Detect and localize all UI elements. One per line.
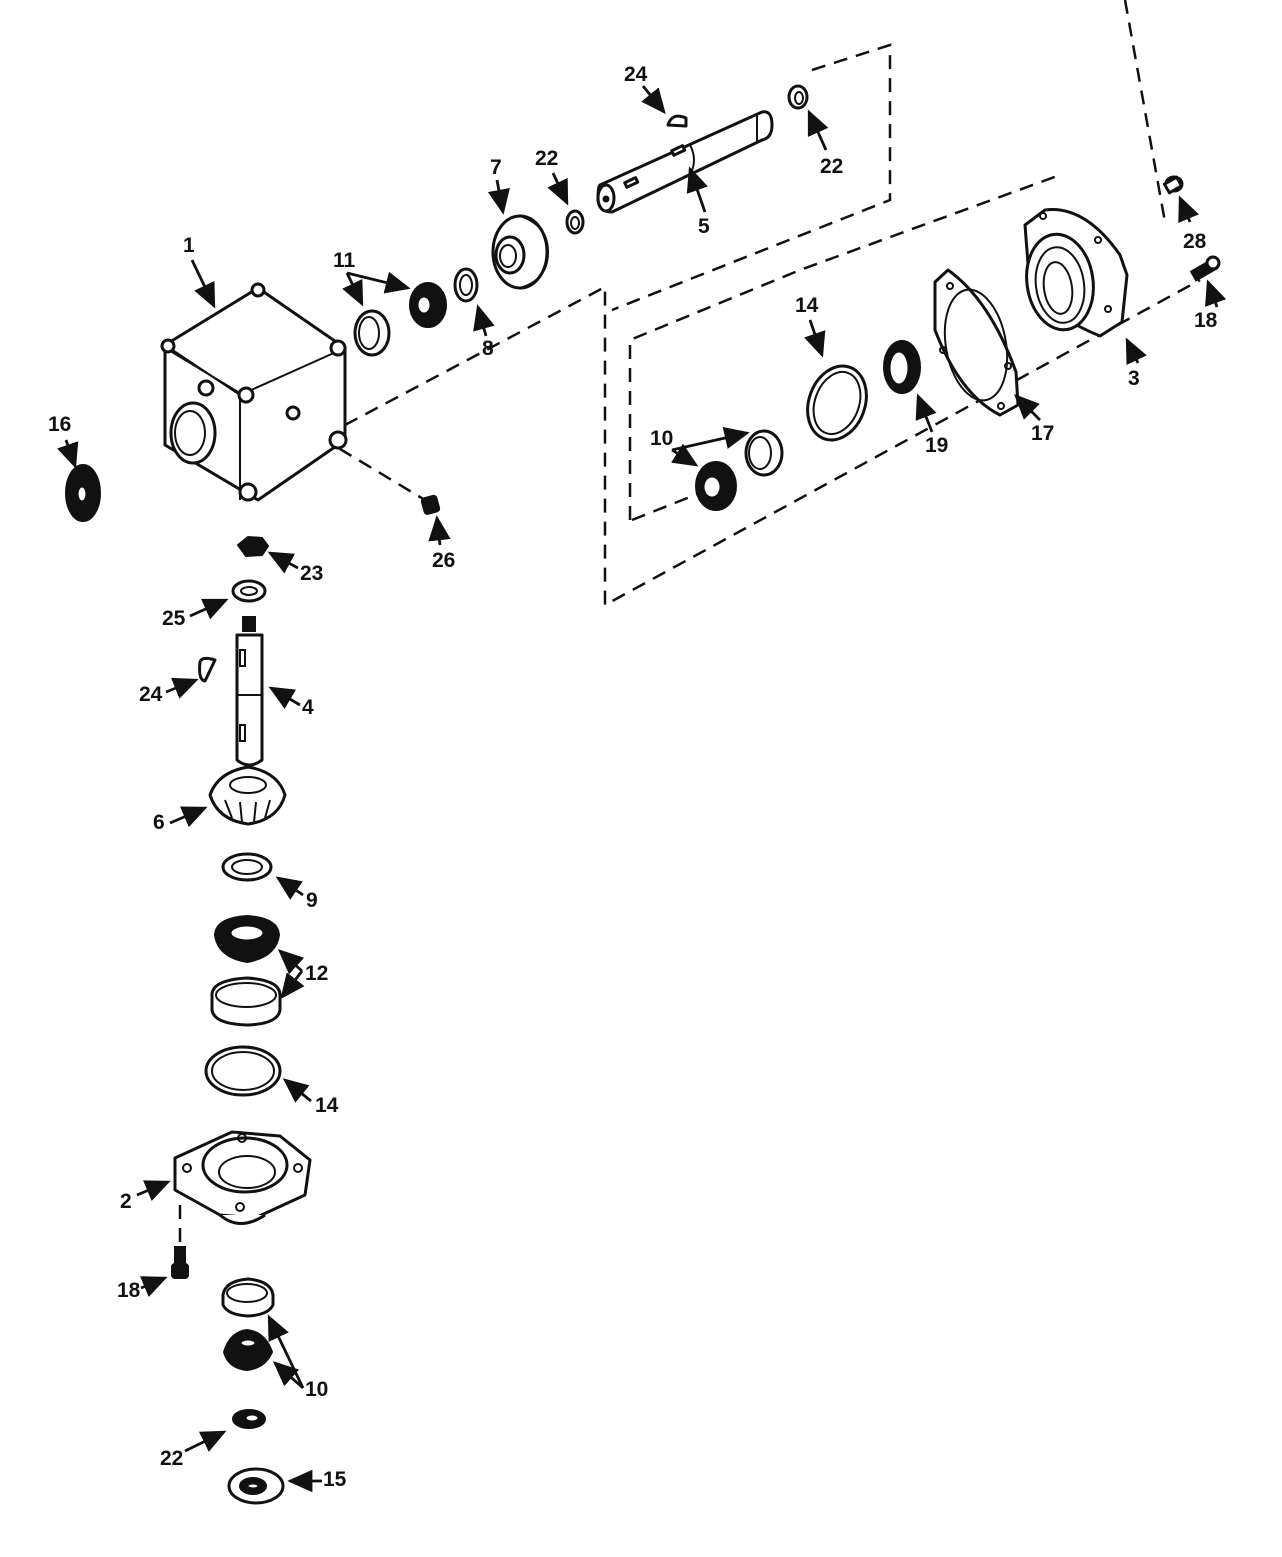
part-8-washer[interactable] bbox=[453, 267, 479, 303]
callout-18b: 18 bbox=[117, 1279, 141, 1302]
part-14-ring-lower[interactable] bbox=[204, 1045, 282, 1097]
callout-5: 5 bbox=[698, 215, 710, 238]
callout-2: 2 bbox=[120, 1190, 132, 1213]
callout-4: 4 bbox=[302, 696, 314, 719]
part-18-bolt-lower[interactable] bbox=[171, 1246, 189, 1279]
alignment-dashed-lines bbox=[178, 0, 1201, 1245]
part-28-plug[interactable] bbox=[1162, 175, 1184, 195]
part-6-bevel-gear[interactable] bbox=[208, 765, 287, 826]
callout-9: 9 bbox=[306, 889, 318, 912]
part-10-bearing-right[interactable] bbox=[695, 429, 784, 511]
callout-10a: 10 bbox=[650, 427, 673, 450]
part-11-bearing[interactable] bbox=[353, 282, 447, 357]
part-19-seal[interactable] bbox=[883, 340, 921, 394]
leader-arrows bbox=[57, 85, 1227, 1493]
part-18-bolt-upper[interactable] bbox=[1189, 255, 1221, 282]
part-23-nut[interactable] bbox=[236, 535, 270, 558]
callout-22a: 22 bbox=[535, 147, 558, 170]
part-4-vertical-shaft[interactable] bbox=[235, 616, 264, 767]
callout-15: 15 bbox=[323, 1468, 347, 1491]
callout-labels: 1 11 8 7 22 24 5 22 28 18 3 14 10 19 17 … bbox=[48, 63, 1218, 1491]
callout-18a: 18 bbox=[1194, 309, 1218, 332]
callout-14b: 14 bbox=[315, 1094, 339, 1117]
part-26-plug[interactable] bbox=[420, 494, 441, 515]
callout-24b: 24 bbox=[139, 683, 163, 706]
callout-28: 28 bbox=[1183, 230, 1207, 253]
callout-24a: 24 bbox=[624, 63, 648, 86]
callout-3: 3 bbox=[1128, 367, 1140, 390]
part-10-bearing-lower[interactable] bbox=[221, 1277, 275, 1372]
callout-23: 23 bbox=[300, 562, 323, 585]
callout-22b: 22 bbox=[820, 155, 843, 178]
part-25-washer[interactable] bbox=[231, 579, 267, 603]
callout-17: 17 bbox=[1031, 422, 1054, 445]
part-12-bearing[interactable] bbox=[210, 914, 282, 1027]
part-15-seal[interactable] bbox=[227, 1467, 285, 1505]
callout-12: 12 bbox=[305, 962, 328, 985]
part-22-snap-ring-c[interactable] bbox=[232, 1409, 266, 1429]
callout-11: 11 bbox=[333, 249, 356, 272]
callout-16: 16 bbox=[48, 413, 71, 436]
callout-22c: 22 bbox=[160, 1447, 183, 1470]
part-9-washer[interactable] bbox=[221, 852, 273, 882]
callout-7: 7 bbox=[490, 156, 502, 179]
part-24-woodruff-key-b[interactable] bbox=[198, 656, 217, 683]
callout-8: 8 bbox=[482, 337, 494, 360]
callout-14a: 14 bbox=[795, 294, 819, 317]
part-5-shaft[interactable] bbox=[596, 110, 774, 214]
part-16-seal[interactable] bbox=[65, 464, 101, 522]
callout-6: 6 bbox=[153, 811, 165, 834]
callout-25: 25 bbox=[162, 607, 186, 630]
part-1-gearbox-housing[interactable] bbox=[160, 282, 348, 502]
part-24-woodruff-key-a[interactable] bbox=[666, 114, 688, 128]
part-17-gasket[interactable] bbox=[933, 268, 1020, 417]
part-22-snap-ring-a[interactable] bbox=[565, 209, 585, 235]
part-2-bearing-housing[interactable] bbox=[173, 1130, 312, 1225]
part-22-snap-ring-b[interactable] bbox=[787, 84, 809, 110]
part-3-bearing-cover[interactable] bbox=[1021, 208, 1129, 338]
part-7-bevel-gear[interactable] bbox=[491, 214, 550, 290]
callout-1: 1 bbox=[183, 234, 195, 257]
callout-26: 26 bbox=[432, 549, 455, 572]
callout-10b: 10 bbox=[305, 1378, 328, 1401]
callout-19: 19 bbox=[925, 434, 948, 457]
part-14-ring-right[interactable] bbox=[798, 358, 877, 449]
